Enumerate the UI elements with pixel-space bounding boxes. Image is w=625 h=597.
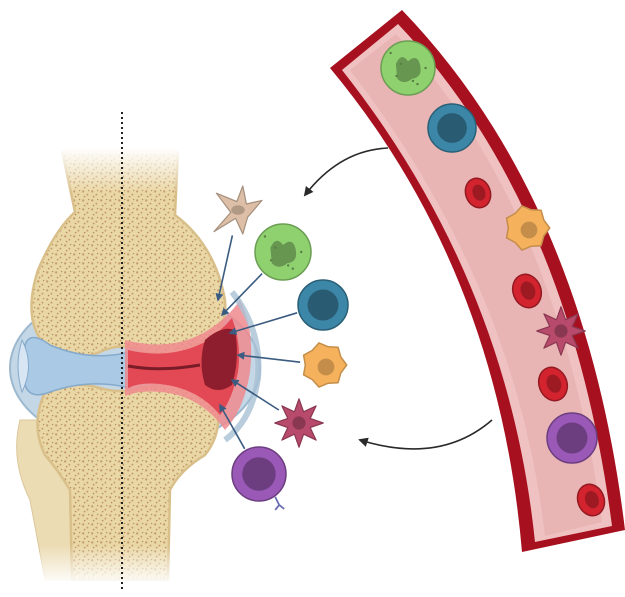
migration-arrow-upper [305,148,388,195]
migration-arrow-lower [360,420,492,449]
fibroblast-icon [214,186,262,234]
cell-infiltration-arrow [218,235,232,300]
lymphocyte-icon [547,413,597,463]
knee-joint [10,112,260,590]
monocyte-icon [298,280,348,330]
monocyte-icon [428,104,476,152]
neutrophil-icon [381,41,435,95]
b-cell-icon [232,447,286,510]
dendritic-cell-icon [275,399,323,447]
blood-vessel [330,10,625,552]
neutrophil-icon [255,224,311,280]
macrophage-icon [304,343,347,387]
dendritic-cell-icon [537,307,585,355]
